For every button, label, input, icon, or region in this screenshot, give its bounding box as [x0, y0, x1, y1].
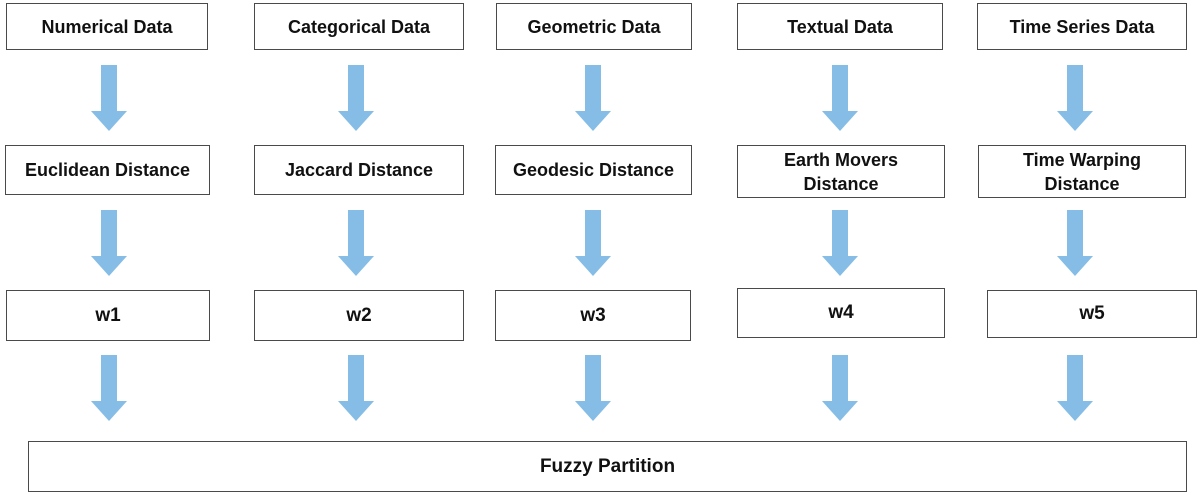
down-arrow-icon — [1057, 355, 1093, 421]
weight-box-w5: w5 — [987, 290, 1197, 338]
down-arrow-icon — [91, 355, 127, 421]
weight-box-w3: w3 — [495, 290, 691, 341]
weight-box-w2: w2 — [254, 290, 464, 341]
distance-label: Jaccard Distance — [284, 160, 434, 180]
weight-label: w4 — [828, 302, 854, 323]
data-label: Time Series Data — [1009, 16, 1155, 37]
distance-label: Earth Movers Distance — [783, 149, 899, 194]
down-arrow-icon — [822, 210, 858, 276]
distance-box-earth-movers: Earth Movers Distance — [737, 145, 945, 198]
data-label: Categorical Data — [287, 16, 431, 37]
distance-box-euclidean: Euclidean Distance — [5, 145, 210, 195]
distance-box-time-warping: Time Warping Distance — [978, 145, 1186, 198]
data-label: Textual Data — [787, 16, 893, 37]
down-arrow-icon — [575, 210, 611, 276]
fuzzy-partition-label: Fuzzy Partition — [539, 455, 676, 477]
down-arrow-icon — [1057, 65, 1093, 131]
data-box-textual: Textual Data — [737, 3, 943, 50]
distance-box-jaccard: Jaccard Distance — [254, 145, 464, 195]
distance-box-geodesic: Geodesic Distance — [495, 145, 692, 195]
down-arrow-icon — [91, 65, 127, 131]
data-box-time-series: Time Series Data — [977, 3, 1187, 50]
down-arrow-icon — [338, 210, 374, 276]
data-box-numerical: Numerical Data — [6, 3, 208, 50]
data-box-geometric: Geometric Data — [496, 3, 692, 50]
down-arrow-icon — [575, 65, 611, 131]
down-arrow-icon — [1057, 210, 1093, 276]
weight-label: w3 — [580, 304, 606, 326]
weight-label: w5 — [1079, 303, 1105, 324]
weight-box-w4: w4 — [737, 288, 945, 338]
down-arrow-icon — [575, 355, 611, 421]
distance-label: Geodesic Distance — [512, 160, 675, 180]
weight-label: w2 — [346, 304, 372, 326]
down-arrow-icon — [338, 355, 374, 421]
distance-label: Euclidean Distance — [24, 160, 191, 180]
weight-label: w1 — [95, 304, 121, 326]
distance-label: Time Warping Distance — [1022, 149, 1141, 194]
down-arrow-icon — [822, 65, 858, 131]
data-box-categorical: Categorical Data — [254, 3, 464, 50]
weight-box-w1: w1 — [6, 290, 210, 341]
down-arrow-icon — [338, 65, 374, 131]
down-arrow-icon — [91, 210, 127, 276]
data-label: Numerical Data — [41, 16, 173, 37]
down-arrow-icon — [822, 355, 858, 421]
fuzzy-partition-box: Fuzzy Partition — [28, 441, 1187, 492]
data-label: Geometric Data — [527, 16, 661, 37]
